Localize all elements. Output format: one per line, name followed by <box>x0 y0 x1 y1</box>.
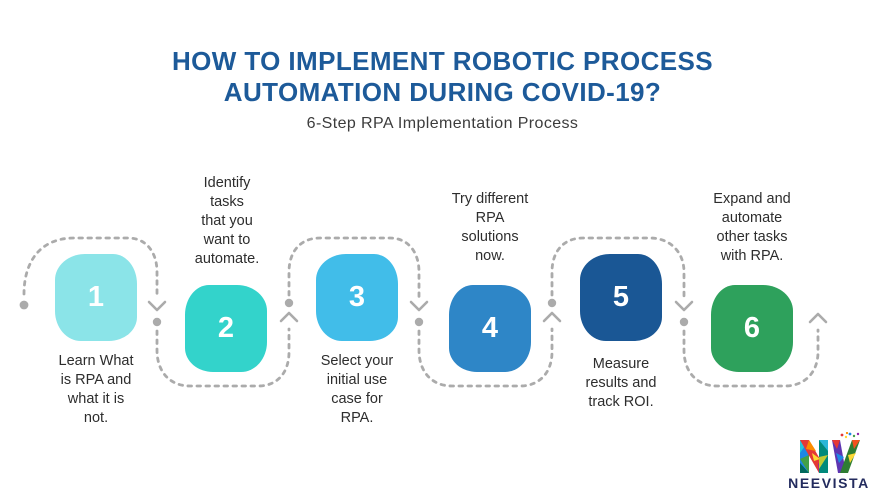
step-4-label: Try different RPA solutions now. <box>451 191 529 264</box>
chevron-up-icon <box>808 312 828 324</box>
step-3-label: Select your initial use case for RPA. <box>320 353 394 426</box>
path-node-dot <box>547 298 557 308</box>
step-3-box: 3 <box>316 254 398 341</box>
header: HOW TO IMPLEMENT ROBOTIC PROCESS AUTOMAT… <box>0 46 885 133</box>
step-4-box: 4 <box>449 285 531 372</box>
page-title-line2: AUTOMATION DURING COVID-19? <box>223 77 662 107</box>
step-1-box: 1 <box>55 254 137 341</box>
path-segment <box>287 236 421 299</box>
path-segment <box>550 236 686 299</box>
chevron-down-icon <box>147 300 167 312</box>
path-node-dot <box>679 317 689 327</box>
chevron-up-icon <box>542 311 562 323</box>
chevron-down-icon <box>674 300 694 312</box>
step-4-number: 4 <box>481 312 499 344</box>
step-2-box: 2 <box>185 285 267 372</box>
path-segment <box>682 328 820 388</box>
chevron-down-icon <box>409 300 429 312</box>
path-segment <box>22 236 159 299</box>
step-2-label: Identify tasks that you want to automate… <box>194 175 260 267</box>
step-6-box: 6 <box>711 285 793 372</box>
path-node-dot <box>414 317 424 327</box>
path-node-dot <box>284 298 294 308</box>
step-2-number: 2 <box>217 312 235 344</box>
brand-logo: NEEVISTA <box>779 432 879 491</box>
page-subtitle: 6-Step RPA Implementation Process <box>306 115 579 132</box>
step-1-label: Learn What is RPA and what it is not. <box>58 353 134 426</box>
step-1-number: 1 <box>87 281 105 313</box>
path-node-dot <box>152 317 162 327</box>
step-5-box: 5 <box>580 254 662 341</box>
chevron-up-icon <box>279 311 299 323</box>
neevista-nv-logo-icon <box>800 432 860 473</box>
step-5-label: Measure results and track ROI. <box>585 356 657 410</box>
step-6-label: Expand and automate other tasks with RPA… <box>713 191 791 264</box>
path-segment <box>155 327 291 388</box>
step-3-number: 3 <box>348 281 366 313</box>
step-5-number: 5 <box>612 281 630 313</box>
step-6-number: 6 <box>743 312 761 344</box>
page-title-line1: HOW TO IMPLEMENT ROBOTIC PROCESS <box>171 46 713 76</box>
path-segment <box>417 327 554 388</box>
path-start-dot <box>19 300 29 310</box>
brand-logo-wordmark: NEEVISTA <box>788 475 870 491</box>
